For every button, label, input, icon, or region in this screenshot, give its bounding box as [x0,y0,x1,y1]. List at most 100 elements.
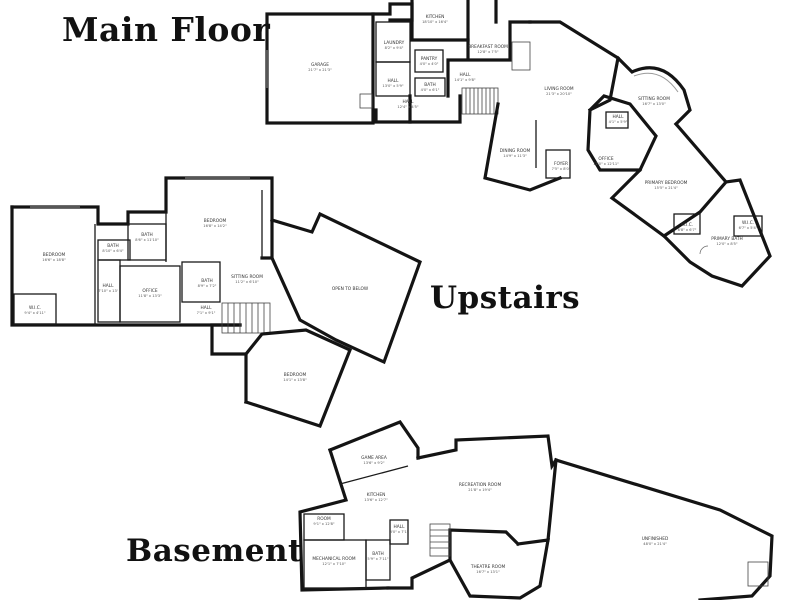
room-label: PANTRY [421,56,438,62]
room-dims: 21'7" x 21'3" [308,68,332,72]
room-label: W.I.C. [29,305,41,311]
bath-room [414,77,446,97]
room-label: GARAGE [311,62,329,68]
theatre-walls [447,538,550,600]
foyer-room [545,149,571,179]
room-dims: 6'7" x 5'4" [739,226,758,230]
room-dims: 16'7" x 13'0" [642,102,666,106]
room-dims: 16'8" x 14'2" [203,224,227,228]
room-dims: 14'9" x 11'3" [503,154,527,158]
room-label: HALL [388,78,400,84]
room-dims: 48'0" x 21'4" [643,542,667,546]
basement-labels: GAME AREA 13'6" x 9'2" KITCHEN 13'6" x 1… [312,455,669,574]
upstairs-north-walls [10,176,274,260]
upstairs-bath-c [181,261,221,303]
room-label: HALL [394,524,406,530]
room-dims: 16'7" x 13'1" [476,570,500,574]
kitchen-walls [410,0,498,42]
room-label: ROOM [317,516,331,522]
room-dims: 3'0" x 7'1" [390,530,409,534]
room-label: PRIMARY BATH [711,236,743,242]
room-label: PRIMARY BEDROOM [645,180,688,186]
room-label: SITTING ROOM [231,274,263,280]
wic-one [673,213,701,235]
upstairs-stairs [221,302,271,334]
small-hall [605,111,629,129]
room-label: DINING ROOM [500,148,531,154]
room-dims: 11'2" x 6'10" [235,280,259,284]
room-label: KITCHEN [426,14,445,20]
sitting-room-walls [615,55,692,127]
room-label: BATH [141,232,152,238]
room-dims: 14'1" x 13'8" [283,378,307,382]
office-walls [586,94,658,172]
room-label: BATH [372,551,383,557]
room-label: LIVING ROOM [544,86,574,92]
game-area-walls [327,420,420,460]
room-dims: 21'3" x 20'10" [546,92,572,96]
room-dims: 9'1" x 12'8" [313,522,334,526]
room-dims: 18'10" x 16'4" [422,20,448,24]
room-dims: 7'5" x 8'0" [552,167,571,171]
room-label: HALL [613,114,625,120]
room-label: RECREATION ROOM [459,482,502,488]
upstairs-plan [10,176,422,428]
room-label: SITTING ROOM [638,96,670,102]
room-label: W.I.C. [681,222,693,228]
room-dims: 8'9" x 7'2" [198,284,217,288]
room-dims: 12'1" x 7'10" [322,562,346,566]
stair-walls [210,323,248,404]
upstairs-wic [13,293,57,325]
room-dims: 21'8" x 19'4" [468,488,492,492]
room-dims: 14'1" x 9'8" [454,78,475,82]
room-label: KITCHEN [367,492,386,498]
main-floor-heading: Main Floor [62,10,271,49]
room-label: MECHANICAL ROOM [312,556,356,562]
laundry-walls [371,2,414,22]
room-dims: 9'4" x 4'11" [24,311,45,315]
primary-bath-walls [661,178,772,288]
room-label: BATH [424,82,435,88]
room-label: HALL [201,305,213,311]
room-label: BATH [107,243,118,249]
room-dims: 8'10" x 6'4" [102,249,123,253]
room-dims: 13'0" x 5'9" [382,84,403,88]
room-label: OPEN TO BELOW [332,286,369,292]
breakfast-walls [446,20,532,98]
upstairs-south-bedroom-walls [243,328,353,428]
room-dims: 8'6" x 11'10" [135,238,159,242]
room-dims: 7'1" x 9'1" [197,311,216,315]
unfinished-walls [546,458,774,600]
room-dims: 7'10" x 13' [98,289,117,293]
room-label: BEDROOM [204,218,227,224]
pantry-room [414,49,444,73]
basement-plan [298,420,774,600]
room-dims: 6'8" x 6'7" [678,228,697,232]
room-dims: 4'1" x 5'9" [609,120,628,124]
main-floor-plan [265,0,772,288]
basement-hall [389,519,409,545]
room-dims: 12'0" x 12'11" [593,162,619,166]
upstairs-labels: BEDROOM 16'6" x 18'8" W.I.C. 9'4" x 4'11… [24,218,368,382]
recreation-north-walls [416,434,559,471]
room-dims: 8'2" x 9'4" [385,46,404,50]
bay-window [747,561,769,587]
game-kitchen-divider [339,465,409,485]
room-dims: 15'5" x 21'4" [654,186,678,190]
room-label: LAUNDRY [384,40,405,46]
basement-bath [365,539,391,581]
hall-south-walls [408,94,462,124]
primary-bedroom-walls [609,121,729,238]
room-dims: 16'6" x 18'8" [42,258,66,262]
room-label: GAME AREA [361,455,387,461]
room-label: BATH [201,278,212,284]
upstairs-office [119,265,181,323]
room-dims: 5'9" x 7'11" [367,557,388,561]
basement-heading: Basement [126,533,303,569]
room-label: UNFINISHED [642,536,669,542]
room-dims: 11'8" x 13'3" [138,294,162,298]
main-stairs [461,87,499,115]
wic-two [733,215,763,237]
room-label: W.I.C. [742,220,754,226]
